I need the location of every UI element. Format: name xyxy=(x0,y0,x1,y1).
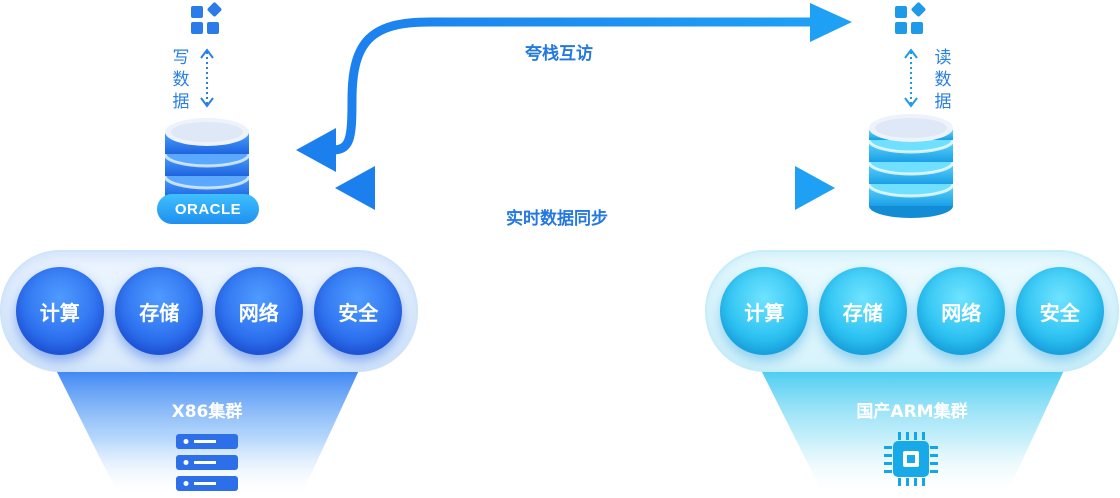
right-service-compute: 计算 xyxy=(720,267,809,355)
cross-access-arrowhead-left xyxy=(296,128,336,172)
cross-access-arrow-line xyxy=(327,17,827,155)
right-cluster-name: 国产ARM集群 xyxy=(856,402,968,422)
realtime-sync-label: 实时数据同步 xyxy=(506,209,608,229)
left-service-security: 安全 xyxy=(314,267,403,355)
right-service-pill: 计算 存储 网络 安全 xyxy=(705,250,1119,372)
sync-arrowhead-right xyxy=(795,166,835,210)
right-app-icon xyxy=(895,2,926,34)
left-service-compute: 计算 xyxy=(15,267,104,355)
oracle-badge: ORACLE xyxy=(157,194,259,224)
right-service-security: 安全 xyxy=(1015,267,1104,355)
right-service-storage: 存储 xyxy=(818,267,907,355)
left-app-icon xyxy=(191,2,222,34)
left-cluster-name: X86集群 xyxy=(171,402,243,422)
left-service-storage: 存储 xyxy=(115,267,204,355)
cross-access-arrowhead-right xyxy=(810,3,852,42)
right-service-network: 网络 xyxy=(917,267,1006,355)
write-data-label: 写 数 据 xyxy=(172,48,190,112)
cpu-chip-icon xyxy=(884,432,938,486)
left-cluster-beam xyxy=(55,368,360,498)
left-service-network: 网络 xyxy=(214,267,303,355)
right-database-icon xyxy=(867,114,955,218)
sync-arrowhead-left xyxy=(335,166,375,210)
right-cluster-beam xyxy=(760,368,1065,498)
write-dotted-arrow xyxy=(200,48,214,108)
left-service-pill: 计算 存储 网络 安全 xyxy=(0,250,418,372)
read-dotted-arrow xyxy=(904,48,918,108)
server-rack-icon xyxy=(176,434,238,491)
read-data-label: 读 数 据 xyxy=(934,48,952,112)
cross-access-label: 夸栈互访 xyxy=(525,44,593,64)
